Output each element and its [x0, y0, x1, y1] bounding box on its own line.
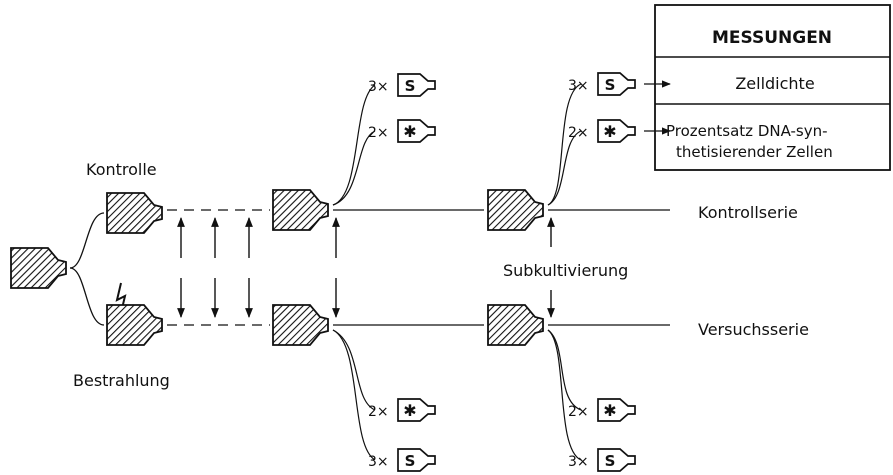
flask-control-1 — [106, 192, 163, 234]
sample-bottle-s-icon — [597, 448, 636, 472]
sample-bottle-s-icon — [397, 73, 436, 97]
sample-bottle-star-icon — [397, 119, 436, 143]
label-test-series: Versuchsserie — [698, 320, 809, 339]
sample-count: 3× — [568, 454, 589, 470]
bottle-group-star-1: 2× ✱ — [368, 119, 436, 143]
bottle-label-s: S — [605, 76, 616, 94]
bottle-group-s-4: 3× S — [568, 448, 636, 472]
sample-bottle-star-icon — [597, 119, 636, 143]
bottle-group-s-1: 3× S — [368, 73, 436, 97]
sample-count: 2× — [568, 404, 589, 420]
bottle-group-s-2: 3× S — [368, 448, 436, 472]
bottle-label-star: ✱ — [603, 401, 616, 420]
measurement-dna-line2: thetisierender Zellen — [676, 143, 833, 161]
bottle-label-star: ✱ — [403, 401, 416, 420]
sample-bottle-star-icon — [397, 398, 436, 422]
bottle-group-star-3: 2× ✱ — [568, 119, 636, 143]
sample-branches — [332, 83, 582, 461]
transfer-arrows — [177, 217, 555, 318]
measurements-table: MESSUNGEN Zelldichte Prozentsatz DNA-syn… — [654, 4, 891, 171]
bottle-label-star: ✱ — [403, 122, 416, 141]
label-control: Kontrolle — [86, 160, 157, 179]
sample-count: 3× — [368, 454, 389, 470]
culture-flasks — [10, 189, 544, 346]
series-lines — [69, 209, 670, 326]
label-subculture: Subkultivierung — [503, 261, 628, 280]
flask-control-2 — [272, 189, 329, 231]
flask-test-2 — [272, 304, 329, 346]
bottle-label-s: S — [405, 452, 416, 470]
sample-count: 2× — [568, 125, 589, 141]
bottle-group-s-3: 3× S — [568, 72, 636, 96]
bottle-label-s: S — [605, 452, 616, 470]
sample-bottle-s-icon — [397, 448, 436, 472]
measurements-title: MESSUNGEN — [712, 28, 832, 48]
sample-count: 2× — [368, 125, 389, 141]
sample-count: 3× — [368, 79, 389, 95]
flask-irradiated-1 — [106, 304, 163, 346]
flask-test-3 — [487, 304, 544, 346]
sample-count: 3× — [568, 78, 589, 94]
sample-bottles: 3× S 2× ✱ 2× ✱ 3× S 3× S 2× ✱ 2× ✱ 3× S — [368, 72, 636, 472]
measurement-dna-line1: Prozentsatz DNA-syn- — [666, 122, 828, 140]
flask-control-3 — [487, 189, 544, 231]
flask-original — [10, 247, 67, 289]
measurement-cell-density: Zelldichte — [735, 74, 814, 93]
sample-bottle-s-icon — [597, 72, 636, 96]
label-control-series: Kontrollserie — [698, 203, 798, 222]
bottle-label-s: S — [405, 77, 416, 95]
sample-bottle-star-icon — [597, 398, 636, 422]
bottle-label-star: ✱ — [603, 122, 616, 141]
bottle-group-star-4: 2× ✱ — [568, 398, 636, 422]
measurement-arrows — [644, 80, 671, 135]
sample-count: 2× — [368, 404, 389, 420]
bottle-group-star-2: 2× ✱ — [368, 398, 436, 422]
label-irradiation: Bestrahlung — [73, 371, 170, 390]
